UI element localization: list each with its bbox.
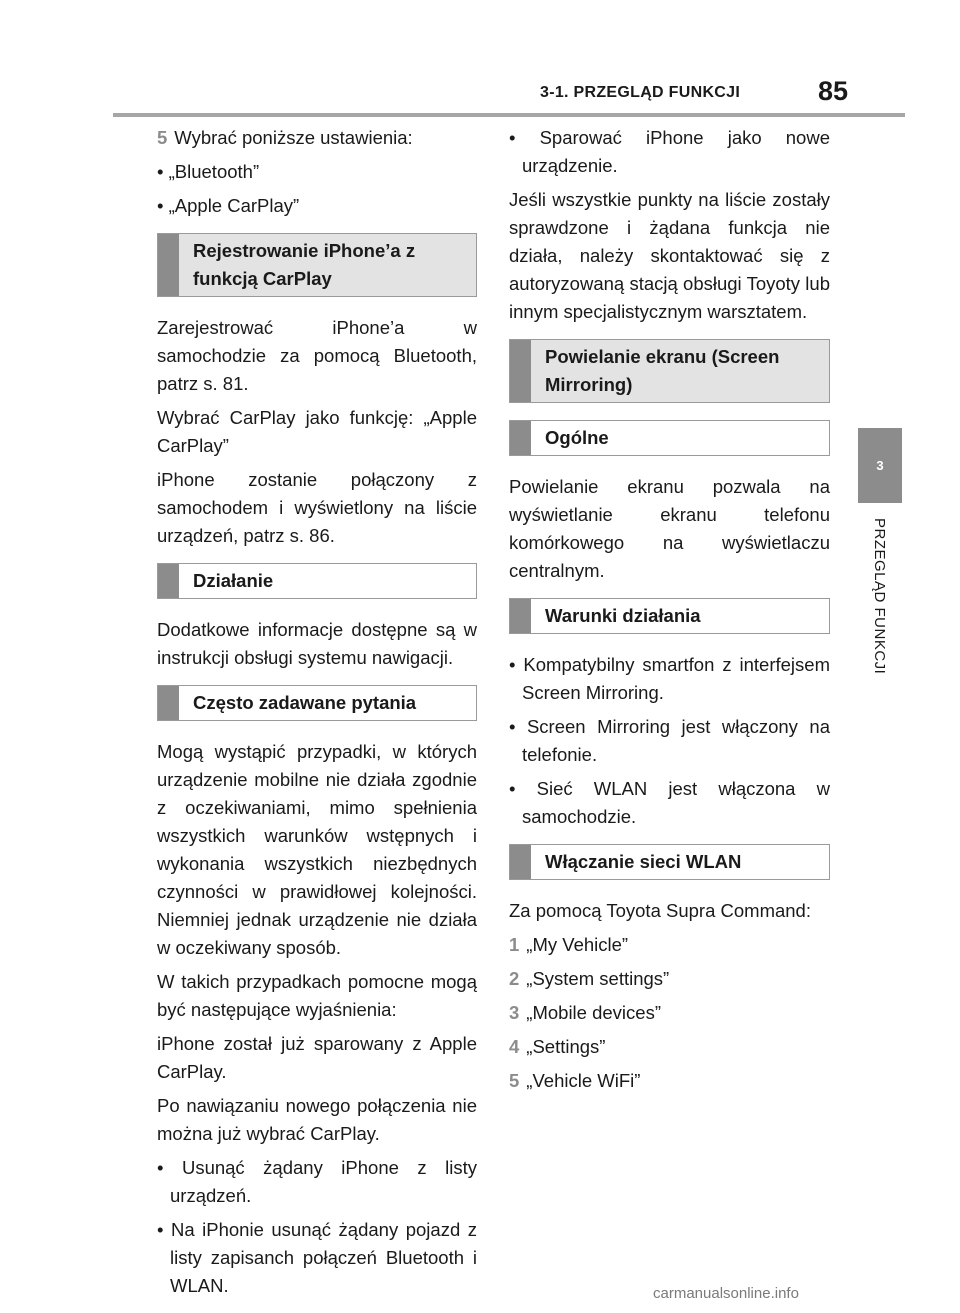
- section-heading: Warunki działania: [509, 598, 830, 634]
- heading-text: Powielanie ekranu (Screen Mirroring): [545, 346, 780, 395]
- paragraph: Jeśli wszystkie punkty na liście zostały…: [509, 189, 830, 322]
- heading-text: Ogólne: [545, 427, 609, 448]
- paragraph: W takich przypadkach pomocne mogą być na…: [157, 971, 477, 1020]
- bullet-item: • „Apple CarPlay”: [157, 195, 300, 216]
- bullet-item: • Sparować iPhone jako nowe urządzenie.: [509, 127, 830, 176]
- step-number: 5: [157, 127, 168, 148]
- paragraph: Dodatkowe informacje dostępne są w instr…: [157, 619, 477, 668]
- step-text: „Settings”: [526, 1036, 606, 1057]
- chapter-tab: 3: [858, 428, 902, 503]
- step-text: „Vehicle WiFi”: [526, 1070, 641, 1091]
- paragraph: Za pomocą Toyota Supra Command:: [509, 900, 811, 921]
- bullet-item: • „Bluetooth”: [157, 161, 260, 182]
- step-number: 5: [509, 1070, 520, 1091]
- heading-bar: [158, 234, 179, 296]
- bullet-item: • Screen Mirroring jest włączony na tele…: [509, 716, 830, 765]
- heading-bar: [510, 599, 531, 633]
- step-number: 4: [509, 1036, 520, 1057]
- section-heading: Ogólne: [509, 420, 830, 456]
- bullet-item: • Sieć WLAN jest włączona w samochodzie.: [509, 778, 830, 827]
- left-column: 5 Wybrać poniższe ustawienia: • „Bluetoot…: [157, 124, 477, 1306]
- watermark-text: carmanualsonline.info: [653, 1285, 799, 1302]
- heading-text: Często zadawane pytania: [193, 692, 417, 713]
- heading-text: Działanie: [193, 570, 274, 591]
- step-item: 4 „Settings”: [509, 1033, 830, 1061]
- paragraph: iPhone zostanie połączony z samochodem i…: [157, 469, 477, 546]
- right-column: • Sparować iPhone jako nowe urządzenie. …: [509, 124, 830, 1101]
- paragraph: Powielanie ekranu pozwala na wyświetlani…: [509, 476, 830, 581]
- step-number: 1: [509, 934, 520, 955]
- bullet-item: • Usunąć żądany iPhone z listy urządzeń.: [157, 1157, 477, 1206]
- heading-bar: [158, 686, 179, 720]
- step-item: 5 Wybrać poniższe ustawienia:: [157, 124, 477, 152]
- bullet-item: • Na iPhonie usunąć żądany pojazd z list…: [157, 1219, 477, 1296]
- heading-text: Rejestrowanie iPhone’a z funkcją CarPlay: [193, 240, 416, 289]
- paragraph: Mogą wystąpić przypadki, w których urząd…: [157, 741, 477, 958]
- step-number: 2: [509, 968, 520, 989]
- step-text: „My Vehicle”: [526, 934, 629, 955]
- paragraph: Po nawiązaniu nowego połączenia nie możn…: [157, 1095, 477, 1144]
- chapter-number: 3: [876, 458, 884, 473]
- heading-text: Warunki działania: [545, 605, 701, 626]
- section-heading: Powielanie ekranu (Screen Mirroring): [509, 339, 830, 403]
- step-item: 5 „Vehicle WiFi”: [509, 1067, 830, 1095]
- step-text: Wybrać poniższe ustawienia:: [174, 127, 413, 148]
- section-heading: Rejestrowanie iPhone’a z funkcją CarPlay: [157, 233, 477, 297]
- section-heading: Włączanie sieci WLAN: [509, 844, 830, 880]
- paragraph: iPhone został już sparowany z Apple CarP…: [157, 1033, 477, 1082]
- step-item: 2 „System settings”: [509, 965, 830, 993]
- page-number: 85: [818, 76, 849, 106]
- heading-bar: [510, 421, 531, 455]
- paragraph: Zarejestrować iPhone’a w samochodzie za …: [157, 317, 477, 394]
- section-heading: Często zadawane pytania: [157, 685, 477, 721]
- header-divider: [113, 113, 905, 117]
- section-title: 3-1. PRZEGLĄD FUNKCJI: [540, 84, 741, 101]
- heading-bar: [158, 564, 179, 598]
- step-text: „Mobile devices”: [526, 1002, 661, 1023]
- section-heading: Działanie: [157, 563, 477, 599]
- paragraph: Wybrać CarPlay jako funkcję: „Apple CarP…: [157, 407, 477, 456]
- step-item: 3 „Mobile devices”: [509, 999, 830, 1027]
- chapter-label: PRZEGLĄD FUNKCJI: [871, 518, 888, 675]
- heading-bar: [510, 340, 531, 402]
- step-text: „System settings”: [526, 968, 670, 989]
- bullet-item: • Kompatybilny smartfon z interfejsem Sc…: [509, 654, 830, 703]
- heading-text: Włączanie sieci WLAN: [545, 851, 742, 872]
- step-number: 3: [509, 1002, 520, 1023]
- step-item: 1 „My Vehicle”: [509, 931, 830, 959]
- heading-bar: [510, 845, 531, 879]
